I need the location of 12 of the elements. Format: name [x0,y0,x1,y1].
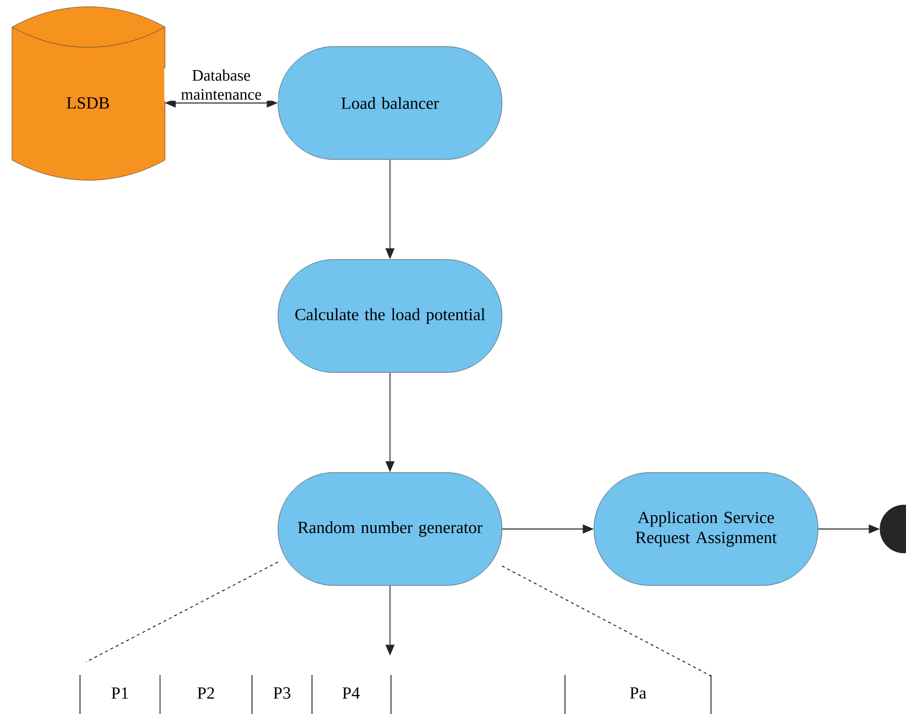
process-box: Random number generator [278,472,502,586]
partition-label: P3 [274,687,290,699]
edge-label: Database maintenance [164,68,278,101]
partition-label: P4 [342,687,360,699]
process-box: Application Service Request Assignment [594,472,818,586]
database-cylinder: LSDB [12,6,166,180]
end-circle [880,504,906,554]
process-box: Load balancer [278,46,502,160]
process-box: Calculate the load potential [278,259,502,373]
partition-label: P2 [198,687,214,699]
partition-label: P1 [112,687,128,699]
partition-label: Pa [630,687,646,699]
